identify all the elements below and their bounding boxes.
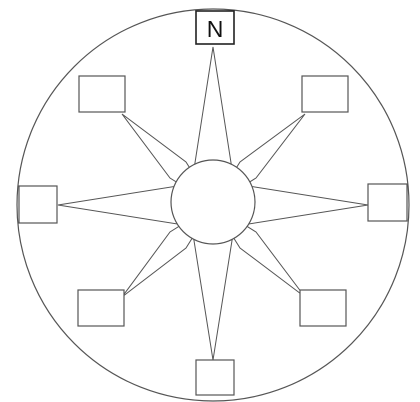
label-box-southeast-group — [300, 290, 346, 326]
label-box-northeast — [302, 76, 348, 112]
label-box-west-group — [19, 186, 57, 223]
label-box-southeast — [300, 290, 346, 326]
label-box-west — [19, 186, 57, 223]
label-box-south — [196, 360, 234, 395]
label-box-north-group: N — [196, 11, 234, 44]
center-circle — [171, 160, 255, 244]
label-box-northwest — [79, 76, 125, 112]
label-north: N — [207, 16, 224, 42]
label-box-south-group — [196, 360, 234, 395]
label-box-southwest — [78, 290, 124, 326]
label-box-east — [368, 184, 407, 221]
label-box-northeast-group — [302, 76, 348, 112]
label-box-southwest-group — [78, 290, 124, 326]
label-box-northwest-group — [79, 76, 125, 112]
label-box-east-group — [368, 184, 407, 221]
